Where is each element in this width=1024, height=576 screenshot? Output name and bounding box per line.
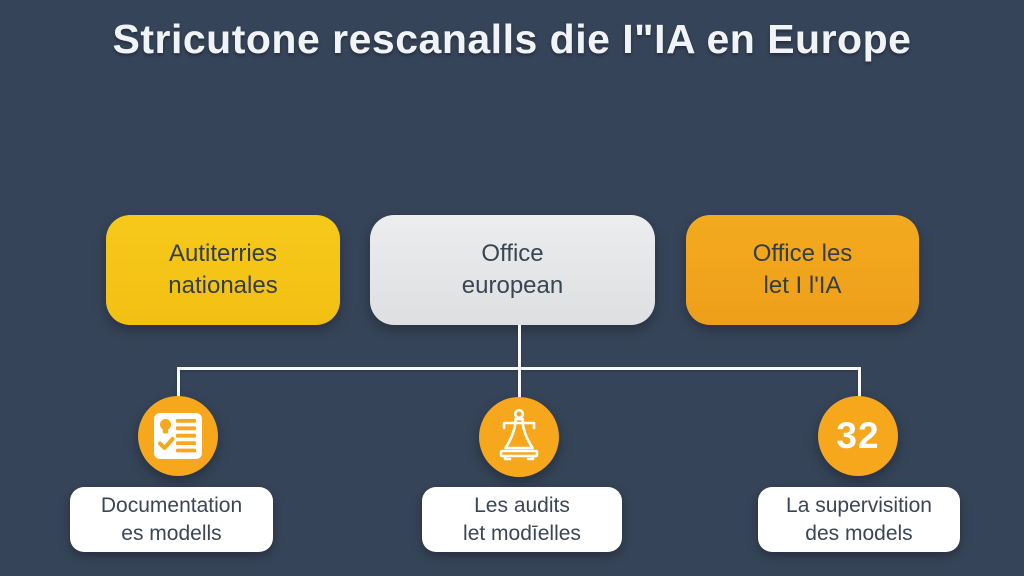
connector-vertical-center — [518, 325, 521, 370]
audit-icon-badge — [479, 397, 559, 477]
page-title: Stricutone rescanalls die I"IA en Europe — [112, 16, 912, 62]
label-card-supervision: La supervisition des models — [758, 487, 960, 552]
label-card-text: La supervisition des models — [786, 493, 932, 545]
node-office-ia: Office les let I l'IA — [686, 215, 919, 325]
node-label: Office european — [461, 240, 564, 299]
connector-stub-left — [177, 367, 180, 400]
bell-icon — [499, 408, 539, 461]
label-card-audits: Les audits let modīelles — [422, 487, 622, 552]
connector-stub-right — [858, 367, 861, 400]
node-label: Autiterries nationales — [168, 240, 278, 299]
node-label: Office les let I l'IA — [752, 240, 853, 299]
node-autorites-nationales: Autiterries nationales — [106, 215, 340, 325]
supervision-count-badge: 32 — [818, 396, 898, 476]
number-badge: 32 — [836, 415, 880, 456]
documentation-icon-badge — [138, 396, 218, 476]
document-checklist-icon — [154, 413, 202, 459]
connector-stub-center — [518, 367, 521, 400]
label-card-text: Documentation es modells — [100, 493, 243, 545]
label-card-text: Les audits let modīelles — [463, 493, 581, 545]
label-card-documentation: Documentation es modells — [70, 487, 273, 552]
node-office-europeen: Office european — [370, 215, 655, 325]
